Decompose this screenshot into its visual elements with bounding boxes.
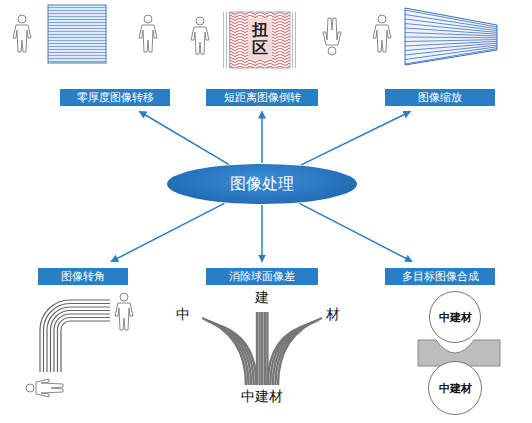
category-bar: 短距离图像倒转 (206, 89, 318, 106)
image-circle: 中建材 (429, 291, 481, 343)
node-text: 中建材 (439, 381, 472, 396)
illustration-label: 建 (255, 289, 269, 307)
node-text: 短距离图像倒转 (224, 90, 301, 105)
twisted-fiber (230, 12, 290, 68)
person-icon (323, 18, 341, 55)
node-text: 中建材 (439, 310, 472, 325)
category-bar: 零厚度图像转移 (60, 89, 170, 106)
category-bar: 图像缩放 (385, 89, 495, 106)
fiber-fan (202, 312, 322, 385)
node-text: 图像处理 (230, 174, 294, 195)
fiber-line (405, 37, 497, 39)
arrow-connector (111, 203, 224, 261)
fiber-line (51, 311, 111, 373)
fiber-line (214, 324, 256, 385)
arrow-connector (301, 112, 410, 165)
arrow-connector (299, 203, 412, 261)
arrow-connector (261, 112, 263, 164)
person-icon (13, 15, 31, 52)
fiber-line (405, 49, 497, 64)
fiber-line (264, 312, 266, 385)
fiber-line (61, 321, 110, 372)
person-icon (115, 293, 133, 330)
person-icon (373, 15, 391, 52)
arrow-connector (140, 112, 229, 165)
node-text: 消除球面像差 (229, 269, 295, 284)
fiber-line (405, 47, 497, 60)
illustration-label: 中建材 (241, 388, 283, 406)
fiber-bend (40, 300, 110, 372)
fiber-plate (48, 5, 106, 63)
fiber-line (40, 300, 110, 372)
illustration-label: 中 (176, 306, 190, 324)
fiber-taper (405, 8, 497, 65)
fiber-line (405, 40, 497, 42)
arrow-connector (261, 205, 263, 262)
category-bar: 多目标图像合成 (385, 268, 495, 285)
node-text: 多目标图像合成 (402, 269, 479, 284)
center-ellipse: 图像处理 (167, 164, 357, 204)
fiber-line (258, 312, 260, 385)
category-bar: 消除球面像差 (206, 268, 318, 285)
fiber-line (405, 41, 497, 46)
node-text: 图像缩放 (418, 90, 462, 105)
person-icon (191, 17, 209, 54)
fiber-line (54, 314, 110, 372)
fiber-lines (222, 12, 230, 68)
node-text: 图像转角 (61, 269, 105, 284)
fiber-lines (290, 12, 298, 68)
twist-zone: 扭区 (248, 18, 272, 60)
fiber-line (58, 318, 111, 373)
node-text: 零厚度图像转移 (77, 90, 154, 105)
illustration-label: 材 (326, 306, 340, 324)
fiber-line (261, 312, 263, 385)
node-text: 扭区 (252, 21, 268, 56)
fiber-line (268, 324, 310, 385)
fiber-line (405, 33, 497, 37)
person-icon (139, 15, 157, 52)
person-icon (26, 379, 63, 397)
fiber-line (44, 304, 111, 373)
fiber-line (405, 15, 497, 29)
fiber-line (47, 307, 110, 372)
image-circle: 中建材 (428, 361, 482, 415)
category-bar: 图像转角 (38, 268, 128, 285)
